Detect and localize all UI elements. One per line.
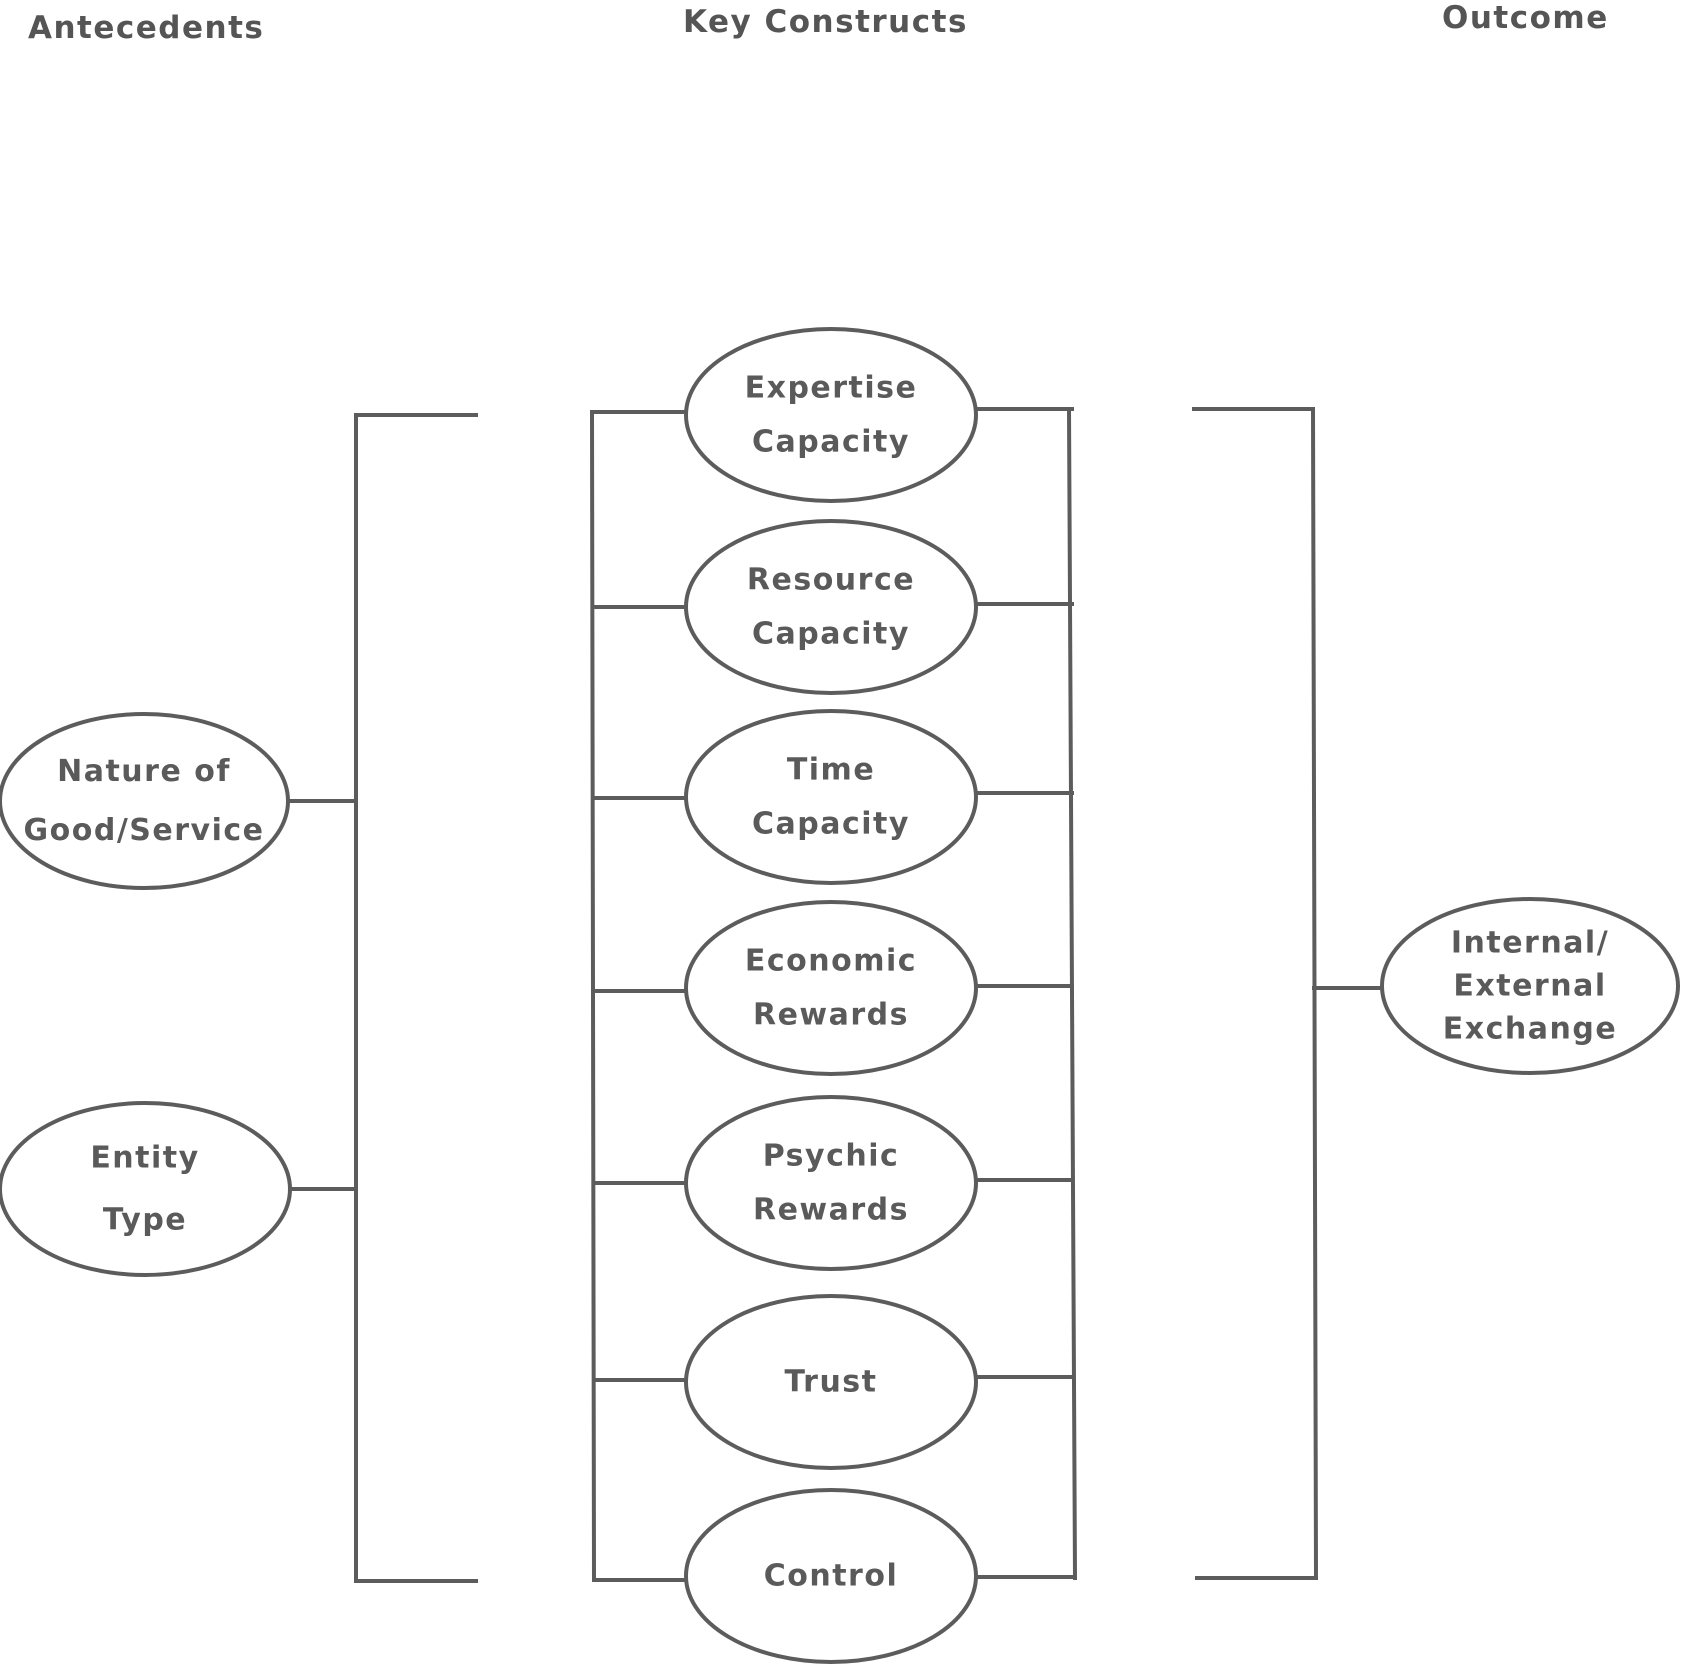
time-label-line: Time	[787, 753, 875, 788]
key-constructs-right-rail	[1066, 406, 1078, 1581]
entity-label-line: Type	[103, 1203, 187, 1238]
trust-ellipse	[684, 1294, 978, 1470]
nature-label-line: Good/Service	[24, 813, 265, 848]
header-antecedents: Antecedents	[28, 10, 265, 46]
header-key-constructs: Key Constructs	[683, 4, 968, 40]
node-control: Control	[684, 1488, 978, 1664]
psychic-label-line: Rewards	[753, 1193, 909, 1228]
time-label-line: Capacity	[752, 807, 910, 842]
economic-label-line: Rewards	[753, 998, 909, 1033]
exchange-ellipse	[1380, 897, 1680, 1075]
exchange-label-line: External	[1453, 969, 1606, 1004]
expertise-label-line: Expertise	[745, 371, 918, 406]
antecedents-bracket	[354, 413, 478, 1583]
nature-label-line: Nature of	[57, 754, 231, 789]
time-ellipse	[684, 709, 978, 885]
control-label-line: Control	[764, 1559, 899, 1594]
header-outcome: Outcome	[1442, 0, 1609, 36]
resource-ellipse	[684, 519, 978, 695]
outcome-bracket	[1192, 407, 1319, 1580]
resource-label-line: Capacity	[752, 617, 910, 652]
nature-ellipse	[0, 712, 290, 890]
exchange-label-line: Exchange	[1443, 1012, 1617, 1047]
psychic-ellipse	[684, 1095, 978, 1271]
psychic-label-line: Psychic	[763, 1139, 900, 1174]
key-constructs-left-rail	[589, 409, 597, 1583]
resource-label-line: Resource	[747, 563, 915, 598]
expertise-label-line: Capacity	[752, 425, 910, 460]
node-trust: Trust	[684, 1294, 978, 1470]
economic-label-line: Economic	[745, 944, 917, 979]
exchange-label-line: Internal/	[1451, 926, 1609, 961]
expertise-ellipse	[684, 327, 978, 503]
economic-ellipse	[684, 900, 978, 1076]
trust-label-line: Trust	[784, 1365, 877, 1400]
entity-label-line: Entity	[90, 1141, 199, 1176]
control-ellipse	[684, 1488, 978, 1664]
key-construct-connectors	[592, 407, 1074, 1582]
entity-ellipse	[0, 1101, 292, 1277]
node-nature: Nature of Good/Service	[0, 712, 290, 890]
